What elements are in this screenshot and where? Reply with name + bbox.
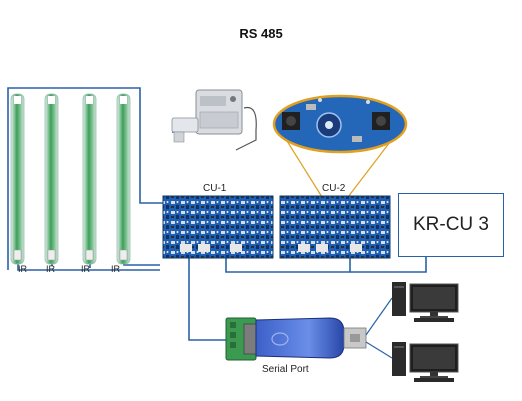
- ir-sensor-3: [82, 93, 97, 265]
- ir-label-3: IR: [81, 264, 90, 274]
- desktop-computer-icon: [392, 342, 459, 382]
- wire-ir4: [123, 262, 160, 266]
- ir-sensor-group: [10, 93, 131, 265]
- desktop-computer-icon: [392, 282, 459, 322]
- kr-cu3-label: KR-CU 3: [412, 214, 489, 235]
- wire-sensor1-loop: [7, 87, 163, 270]
- wire-cu1-cu2: [225, 258, 351, 273]
- cu1-board: [162, 195, 274, 259]
- wire-to-computers: [365, 297, 393, 359]
- diagram-title: RS 485: [239, 26, 283, 41]
- cu2-label: CU-2: [322, 183, 346, 194]
- cu2-board: [279, 195, 391, 259]
- serial-port-label: Serial Port: [262, 364, 309, 375]
- ir-label-1: IR: [18, 264, 27, 274]
- usb-serial-adapter-icon: [225, 317, 367, 361]
- wire-lock-cable: [235, 106, 257, 151]
- electronic-lock-icon: [171, 89, 243, 143]
- ir-label-2: IR: [46, 264, 55, 274]
- wire-ir1: [17, 262, 160, 271]
- kr-cu3-controller: KR-CU 3: [398, 193, 504, 257]
- wire-cu2-kr: [350, 257, 427, 273]
- wiring: [7, 87, 427, 341]
- wire-pc-1: [365, 297, 393, 336]
- ir-sensor-2: [44, 93, 59, 265]
- cu1-label: CU-1: [203, 183, 227, 194]
- ir-sensor-1: [10, 93, 25, 265]
- ir-sensor-4: [116, 93, 131, 265]
- ir-label-4: IR: [111, 264, 120, 274]
- rotary-switch-board-icon: [272, 94, 408, 198]
- wire-pc-2: [365, 341, 393, 359]
- wire-cu1-serial: [188, 258, 228, 341]
